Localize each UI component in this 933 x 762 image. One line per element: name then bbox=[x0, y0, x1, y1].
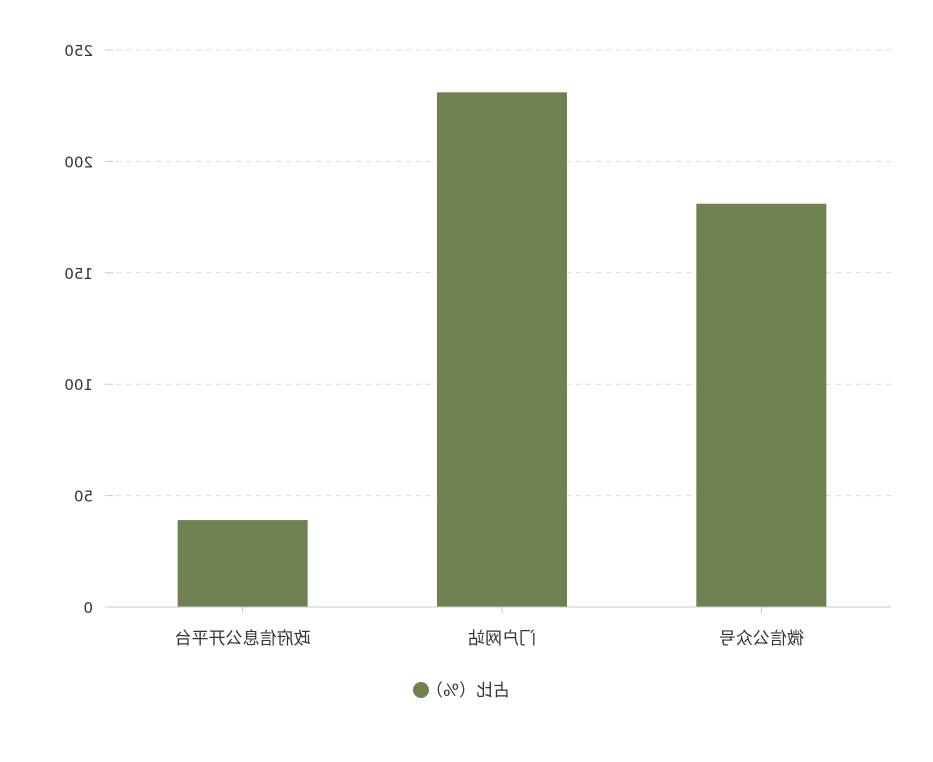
axes: 0 50 100 150 200 250 微信公众号 门户网站 政府信息公开平台 bbox=[64, 42, 891, 649]
bar[interactable] bbox=[696, 203, 827, 607]
legend-label[interactable]: 占比（%） bbox=[426, 681, 510, 701]
legend-marker bbox=[413, 682, 429, 698]
y-tick-label: 0 bbox=[83, 599, 93, 617]
legend: 占比（%） bbox=[413, 681, 510, 701]
y-tick-label: 150 bbox=[64, 265, 93, 283]
x-tick-label: 微信公众号 bbox=[719, 629, 804, 649]
y-tick-label: 50 bbox=[74, 488, 93, 506]
x-tick-label: 政府信息公开平台 bbox=[175, 629, 311, 649]
bar[interactable] bbox=[177, 520, 308, 607]
y-tick-label: 200 bbox=[64, 153, 93, 171]
bar[interactable] bbox=[437, 92, 567, 607]
x-tick-label: 门户网站 bbox=[468, 629, 536, 649]
y-tick-label: 100 bbox=[64, 376, 93, 394]
bar-series bbox=[177, 92, 827, 607]
y-tick-label: 250 bbox=[64, 42, 93, 60]
